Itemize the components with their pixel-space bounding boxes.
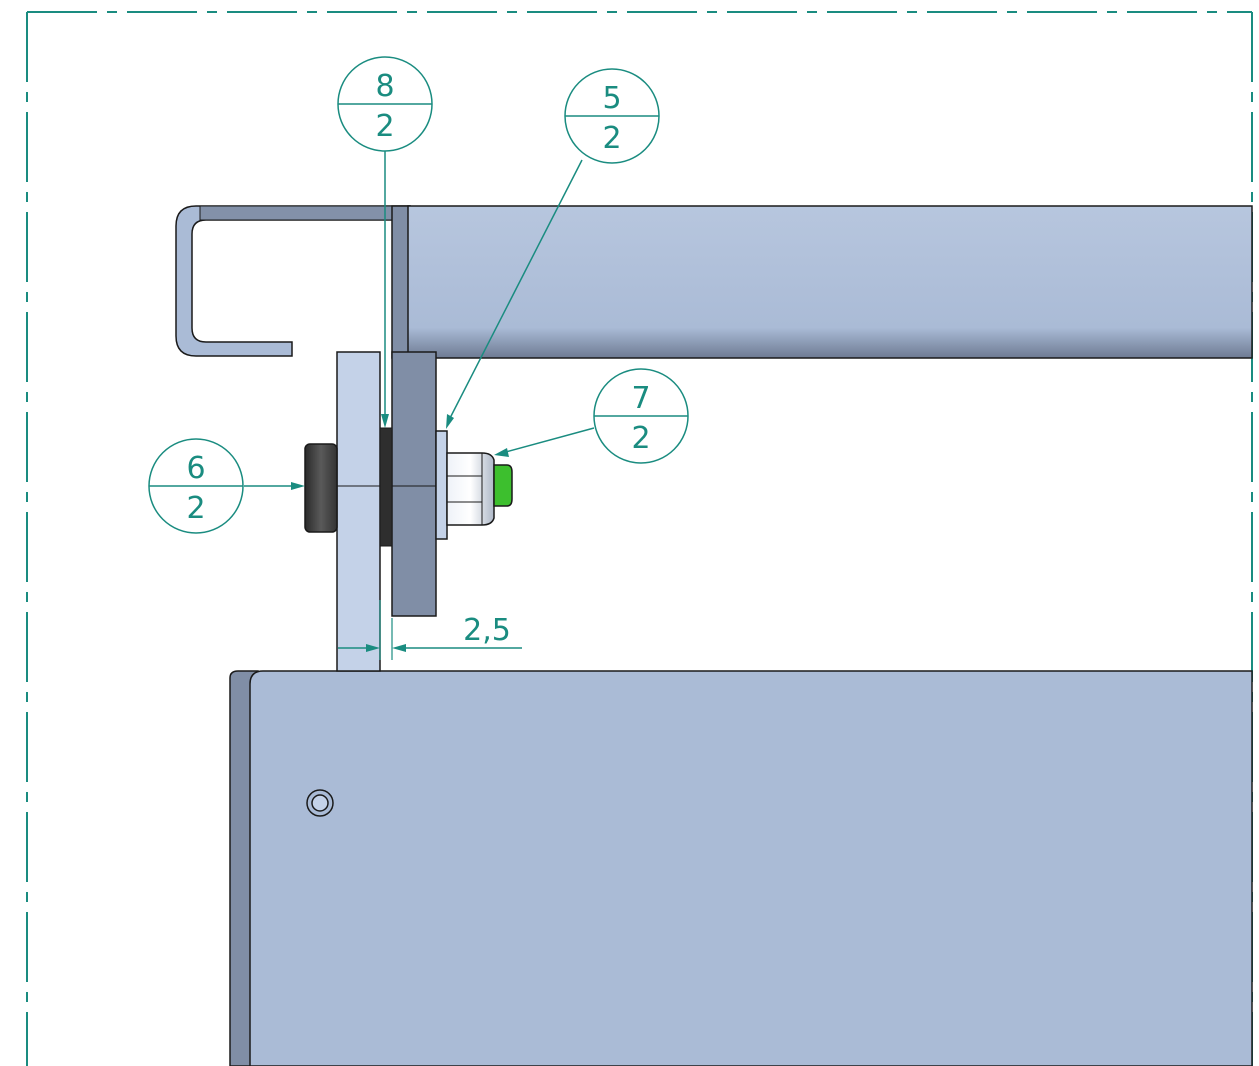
nylon-insert: [493, 464, 513, 507]
balloon-8-item: 8: [375, 69, 394, 104]
balloon-7: 7 2: [593, 368, 689, 464]
flat-washer: [435, 430, 448, 540]
right-hinge-plate: [391, 351, 437, 617]
hinge-assembly: [304, 351, 513, 672]
leader-7-arrow: [494, 448, 509, 457]
dimension-arrow-right: [392, 644, 406, 652]
upper-rail: [175, 205, 1253, 359]
lower-panel-face: [249, 670, 1253, 1066]
leader-7: [501, 427, 595, 454]
dimension-value: 2,5: [463, 613, 511, 648]
rail-tube: [407, 205, 1253, 359]
balloon-8-qty: 2: [375, 109, 394, 144]
panel-hole: [306, 789, 334, 817]
dimension-gap: 2,5: [338, 600, 522, 660]
balloon-7-qty: 2: [631, 421, 650, 456]
balloon-6: 6 2: [148, 438, 244, 534]
leader-8-arrow: [381, 414, 389, 428]
panel-hole-inner: [311, 794, 329, 812]
balloon-6-qty: 2: [186, 491, 205, 526]
leader-5-arrow: [446, 414, 454, 429]
rail-hook: [175, 205, 411, 357]
dimension-arrow-left: [366, 644, 380, 652]
bushing: [304, 443, 338, 533]
balloon-8: 8 2: [337, 56, 433, 152]
balloon-5: 5 2: [564, 68, 660, 164]
sheet-border: [26, 11, 1253, 1066]
rail-hook-shade: [199, 205, 411, 221]
leaders: [244, 150, 595, 490]
balloon-7-item: 7: [631, 381, 650, 416]
lock-nut: [446, 452, 495, 526]
leader-6-arrow: [291, 482, 305, 490]
balloon-5-item: 5: [602, 81, 621, 116]
balloon-6-item: 6: [186, 451, 205, 486]
spacer-washer: [379, 427, 393, 547]
left-hinge-plate: [336, 351, 381, 672]
balloon-5-qty: 2: [602, 121, 621, 156]
leader-5: [447, 159, 583, 423]
lower-panel: [229, 670, 1253, 1066]
